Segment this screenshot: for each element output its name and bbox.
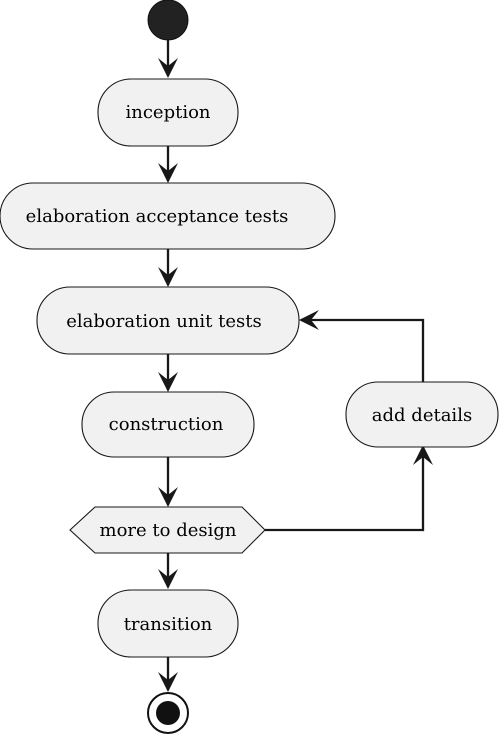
edges — [158, 40, 433, 692]
decision-more-to-design-label: more to design — [100, 520, 237, 541]
edge-acceptance-tests-to-unit-tests — [158, 249, 178, 287]
activity-elaboration-unit-tests: elaboration unit tests — [36, 286, 300, 355]
decision-more-to-design: more to design — [69, 506, 266, 554]
activity-inception-label: inception — [125, 102, 210, 123]
activity-construction-label: construction — [109, 414, 224, 435]
activity-add-details: add details — [345, 381, 499, 448]
edge-inception-to-elaboration-acceptance-tests — [158, 146, 178, 183]
edge-unit-tests-to-construction — [158, 354, 178, 392]
activity-elaboration-acceptance-tests-label: elaboration acceptance tests — [26, 206, 289, 227]
edge-more-to-design-to-transition — [158, 553, 178, 589]
activity-elaboration-acceptance-tests: elaboration acceptance tests — [0, 182, 336, 250]
edge-more-to-design-to-add-details — [265, 445, 433, 532]
edge-construction-to-more-to-design — [158, 457, 178, 507]
activity-construction: construction — [81, 391, 255, 458]
activity-transition-label: transition — [124, 614, 213, 635]
edge-start-to-inception — [158, 40, 178, 78]
activity-add-details-label: add details — [372, 405, 472, 426]
activity-inception: inception — [97, 78, 239, 147]
activity-transition: transition — [97, 589, 239, 658]
activity-elaboration-unit-tests-label: elaboration unit tests — [66, 311, 261, 332]
edge-transition-to-end — [158, 657, 178, 692]
start-node — [147, 0, 189, 41]
edge-add-details-to-unit-tests — [299, 310, 425, 382]
end-node — [147, 692, 189, 734]
